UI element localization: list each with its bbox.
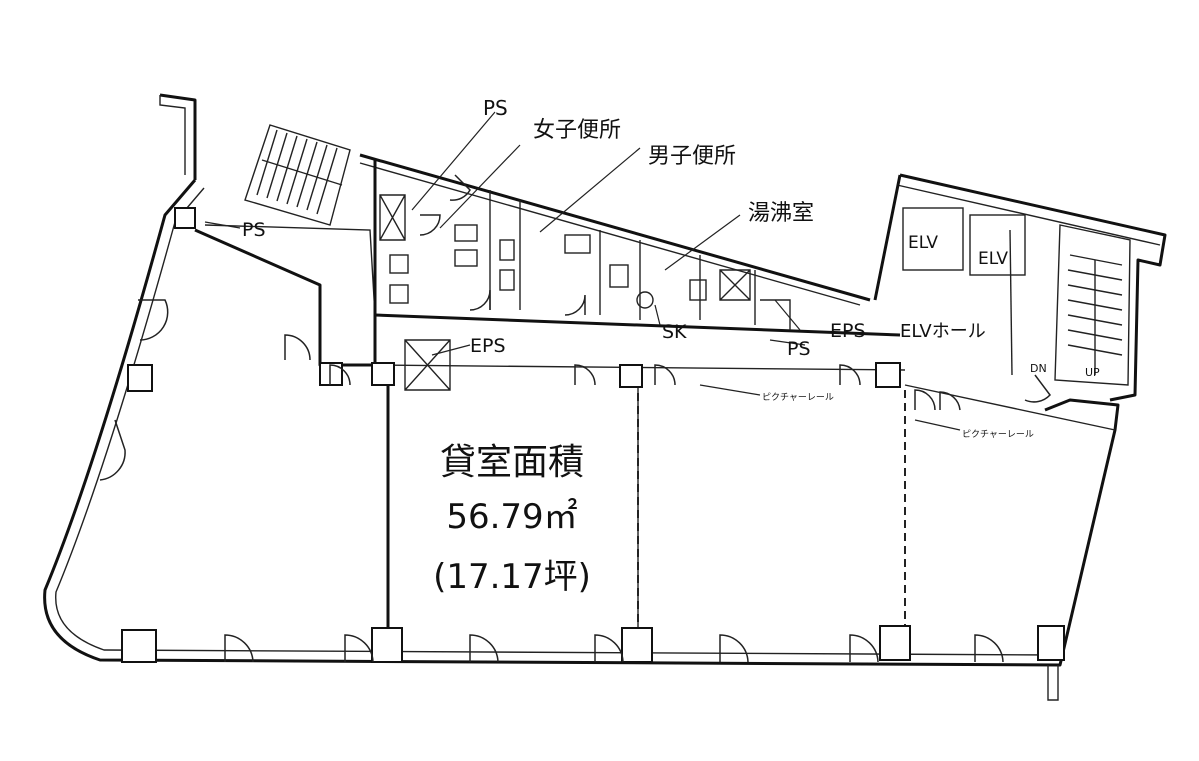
columns [121, 207, 1065, 663]
label-dn: DN [1030, 362, 1047, 375]
outer-walls [43, 93, 1167, 667]
label-elv-2: ELV [978, 249, 1008, 269]
leader-lines [204, 111, 961, 431]
rental-area-title: 貸室面積 [440, 442, 584, 483]
label-elv-hall: ELVホール [900, 321, 986, 342]
rental-area-tsubo: (17.17坪) [433, 557, 591, 597]
rental-area-sqm: 56.79㎡ [446, 497, 577, 537]
label-ps-top: PS [483, 96, 508, 120]
label-kitchenette: 湯沸室 [748, 201, 814, 226]
label-mens-toilet: 男子便所 [648, 144, 736, 169]
label-ps-left: PS [242, 219, 266, 241]
label-picture-rail-1: ピクチャーレール [762, 392, 834, 403]
label-eps-center: EPS [470, 335, 506, 357]
label-up: UP [1085, 366, 1100, 379]
stair-top-left [244, 124, 351, 226]
label-eps-right: EPS [830, 320, 866, 342]
elevator-block [902, 207, 1131, 386]
label-ps-bottom: PS [787, 338, 811, 360]
label-womens-toilet: 女子便所 [533, 118, 621, 143]
label-picture-rail-2: ピクチャーレール [962, 429, 1034, 440]
label-sk: SK [662, 321, 687, 343]
label-elv-1: ELV [908, 233, 938, 253]
doors [99, 174, 1059, 701]
